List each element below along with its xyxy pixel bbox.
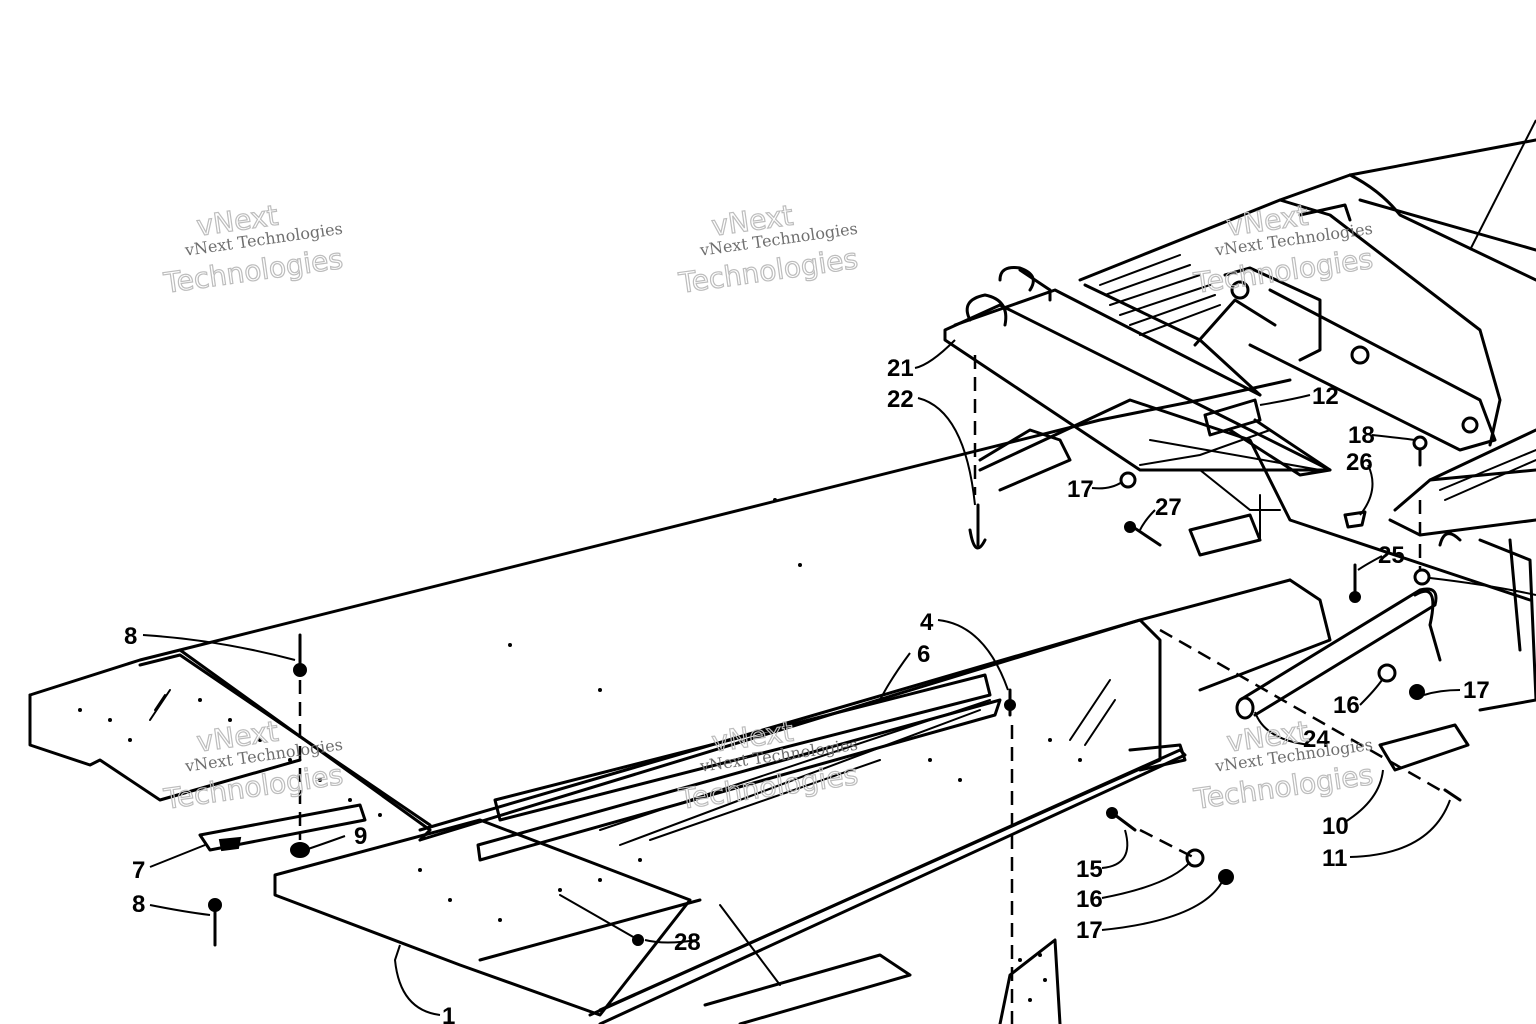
callout-12: 12 <box>1312 383 1339 410</box>
watermark-top-center: vNext vNext Technologies Technologies <box>676 198 861 300</box>
callout-21: 21 <box>887 355 914 382</box>
callout-22: 22 <box>887 386 914 413</box>
callout-4: 4 <box>920 609 934 636</box>
tunnel-frame <box>28 378 1332 1024</box>
callout-15: 15 <box>1076 856 1103 883</box>
callout-7: 7 <box>132 857 145 884</box>
callout-1: 1 <box>442 1003 455 1024</box>
hardware <box>198 355 1462 1024</box>
callout-17-bottom: 17 <box>1076 917 1103 944</box>
rear-frame-assembly <box>943 138 1536 772</box>
callout-17-seat: 17 <box>1067 476 1094 503</box>
callout-24: 24 <box>1303 726 1330 753</box>
watermark-top-right: vNext vNext Technologies Technologies <box>1191 198 1376 300</box>
callout-16-bottom: 16 <box>1076 886 1103 913</box>
callout-8-bottom: 8 <box>132 891 145 918</box>
callout-27: 27 <box>1155 494 1182 521</box>
callout-8-top: 8 <box>124 623 137 650</box>
callout-labels: 8 7 8 9 1 4 6 28 21 22 17 12 18 26 27 25… <box>124 355 1490 1024</box>
callout-17-right: 17 <box>1463 677 1490 704</box>
callout-25: 25 <box>1378 542 1405 569</box>
leader-lines <box>142 119 1536 1016</box>
callout-16-right: 16 <box>1333 692 1360 719</box>
watermark-bottom-center: vNext vNext Technologies Technologies <box>676 714 861 816</box>
watermark-bottom-right: vNext vNext Technologies Technologies <box>1191 714 1376 816</box>
callout-10: 10 <box>1322 813 1349 840</box>
callout-6: 6 <box>917 641 930 668</box>
rivet-dots <box>78 498 1082 1002</box>
callout-11: 11 <box>1322 845 1347 872</box>
callout-18: 18 <box>1348 422 1375 449</box>
watermark-top-left: vNext vNext Technologies Technologies <box>161 198 346 300</box>
callout-26: 26 <box>1346 449 1373 476</box>
callout-9: 9 <box>354 823 367 850</box>
callout-28: 28 <box>674 929 701 956</box>
watermark-bottom-left: vNext vNext Technologies Technologies <box>161 714 346 816</box>
